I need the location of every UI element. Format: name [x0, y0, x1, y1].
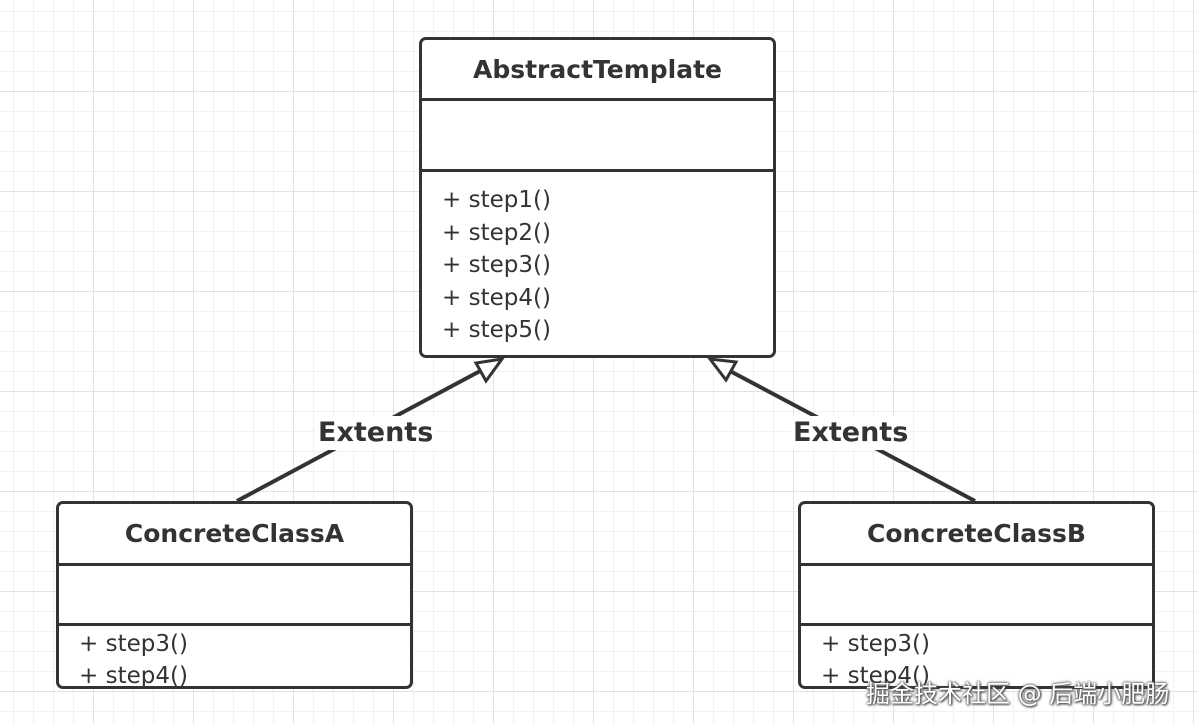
- method-step3: + step3(): [442, 252, 551, 278]
- relation-label-b: Extents: [791, 416, 911, 450]
- class-name: ConcreteClassA: [59, 504, 410, 566]
- attributes-section: [422, 101, 773, 172]
- method-step4: + step4(): [79, 663, 188, 689]
- attributes-section: [801, 566, 1152, 626]
- watermark: 掘金技术社区 @ 后端小肥肠: [866, 680, 1170, 708]
- method-step4: + step4(): [442, 284, 551, 311]
- abstract-template-class[interactable]: AbstractTemplate + step1() + step2() + s…: [419, 37, 776, 358]
- relation-label-a: Extents: [316, 416, 436, 450]
- methods-section: + step3() + step4(): [59, 626, 410, 689]
- methods-section: + step1() + step2() + step3() + step4() …: [422, 172, 773, 347]
- class-name: ConcreteClassB: [801, 504, 1152, 566]
- inheritance-arrowhead-b: [706, 357, 739, 383]
- method-step4: + step4(): [821, 663, 930, 689]
- concrete-class-a[interactable]: ConcreteClassA + step3() + step4(): [56, 501, 413, 689]
- method-step3: + step3(): [821, 631, 930, 657]
- attributes-section: [59, 566, 410, 626]
- method-step5: + step5(): [442, 317, 551, 343]
- methods-section: + step3() + step4(): [801, 626, 1152, 689]
- method-step2: + step2(): [442, 219, 551, 246]
- inheritance-arrowhead-a: [473, 356, 506, 384]
- method-step3: + step3(): [79, 631, 188, 657]
- concrete-class-b[interactable]: ConcreteClassB + step3() + step4(): [798, 501, 1155, 689]
- method-step1: + step1(): [442, 187, 551, 213]
- class-name: AbstractTemplate: [422, 40, 773, 101]
